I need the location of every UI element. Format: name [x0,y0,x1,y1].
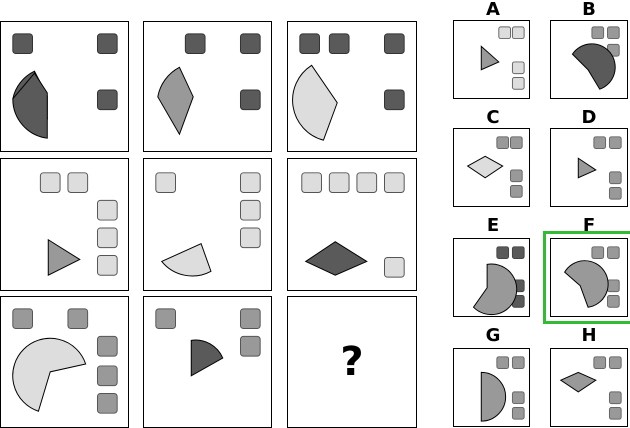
square-dark [12,33,33,55]
option-label-e: E [486,215,500,236]
sector-shape [292,64,338,141]
option-figure [577,136,622,200]
option-label-b: B [582,0,596,20]
cell-figure [12,33,118,139]
puzzle-cell-2-2 [143,158,272,291]
sector-shape [160,243,212,277]
puzzle-cell-3-1 [0,296,129,428]
option-figure [480,26,525,90]
square-dark [96,33,118,55]
cell-figure [155,172,261,277]
square-dark [96,89,118,111]
option-a[interactable] [453,20,530,99]
puzzle-cell-3-2 [143,296,272,428]
option-d[interactable] [550,128,628,207]
sector-shape [304,241,368,276]
option-b[interactable] [550,20,628,99]
sector-shape [190,339,224,377]
option-g[interactable] [453,348,530,427]
cell-figure [39,172,118,276]
cell-figure [155,308,261,377]
option-f[interactable] [543,231,630,324]
option-label-c: C [486,107,500,128]
pacman-shape [12,337,87,412]
option-c[interactable] [453,128,530,207]
option-label-a: A [486,0,500,20]
puzzle-cell-2-1 [0,158,129,291]
option-figure [466,136,523,198]
option-label-f: F [582,215,596,236]
sector-shape [47,238,81,276]
option-figure [571,26,620,90]
option-h[interactable] [550,348,628,427]
cell-figure [292,33,405,141]
puzzle-cell-1-3 [287,21,417,152]
puzzle-cell-2-3 [287,158,417,291]
cell-figure [301,172,405,278]
puzzle-cell-1-1 [0,21,129,152]
sector-shape [157,66,194,136]
option-label-h: H [581,325,597,346]
cell-figure [12,308,118,414]
option-figure [564,246,620,308]
sector-shape [12,72,48,139]
puzzle-cell-1-2 [143,21,272,152]
option-figure [480,356,525,422]
option-label-d: D [581,107,597,128]
option-e[interactable] [453,238,530,317]
option-label-g: G [485,325,501,346]
option-figure [559,356,622,420]
cell-figure [157,33,261,136]
option-figure [472,246,525,316]
puzzle-cell-3-3-missing: ? [287,296,417,428]
question-mark: ? [340,339,364,385]
